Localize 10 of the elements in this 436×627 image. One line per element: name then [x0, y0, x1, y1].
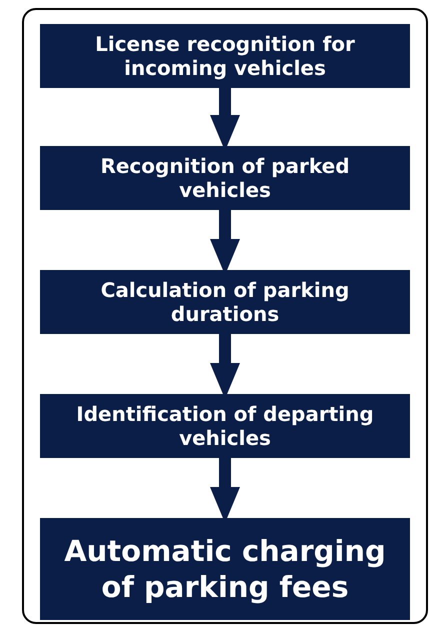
process-box: [40, 394, 410, 458]
process-box: [40, 146, 410, 210]
process-box: [40, 270, 410, 334]
process-box: [40, 24, 410, 88]
process-box: [40, 518, 410, 620]
step-label: Recognition of parked vehicles: [99, 154, 351, 202]
step-label: Identification of departing vehicles: [75, 402, 375, 450]
step-label: Automatic charging of parking fees: [63, 533, 387, 605]
step-label: Calculation of parking durations: [100, 278, 350, 326]
step-label: License recognition for incoming vehicles: [94, 32, 356, 80]
